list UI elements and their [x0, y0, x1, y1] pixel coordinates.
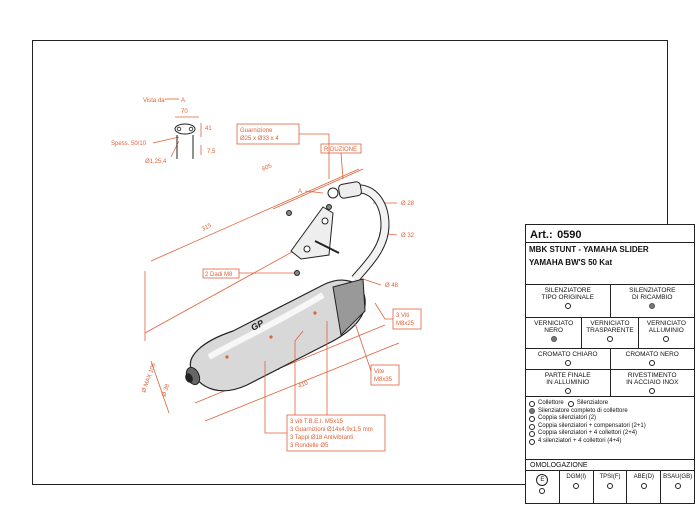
screws-m8-size: M8x25 [396, 321, 415, 327]
flange-diameter: Ø1,25,4 [145, 159, 167, 165]
article-label: Art.: [530, 229, 553, 241]
option-dot [529, 415, 535, 422]
parts-line-3: 3 Tappi Ø18 Antivibranti [290, 435, 353, 441]
option-dot [564, 303, 571, 309]
models-row: MBK STUNT - YAMAHA SLIDER YAMAHA BW'S 50… [526, 243, 694, 285]
option-dot [564, 360, 571, 366]
material-row: PARTE FINALE IN ALLUMINIO RIVESTIMENTO I… [526, 370, 694, 397]
mounting-bracket [286, 204, 340, 260]
homologation-title: OMOLOGAZIONE [530, 462, 588, 469]
homologation-abe: ABE(D) [627, 470, 662, 503]
option-pair: Coppia silenziatori (2) [529, 415, 691, 423]
option-pair-collectors: Coppia silenziatori + 4 collettori (2+4) [529, 430, 691, 438]
dim-max: Ø MAX 106 [141, 362, 157, 394]
dim-32: Ø 32 [401, 233, 415, 239]
option-dot [649, 360, 656, 366]
chrome-row: CROMATO CHIARO CROMATO NERO [526, 349, 694, 370]
option-four-four: 4 silenziatori + 4 collettori (4+4) [529, 438, 691, 446]
option-collector: Collettore Silenziatore [529, 400, 691, 408]
view-label: Vista da [143, 98, 165, 104]
silencer-type-row: SILENZIATORE TIPO ORIGINALE SILENZIATORE… [526, 285, 694, 318]
part-callouts: 2 Dadi M8 3 Viti M8x25 Vite M8x35 3 viti… [202, 268, 422, 452]
dim-41: 41 [205, 126, 212, 132]
dim-70: 70 [181, 109, 188, 115]
option-dot [649, 388, 656, 394]
option-dot-selected [649, 303, 656, 309]
option-dot-selected [550, 336, 557, 342]
option-dot-selected [529, 408, 535, 415]
exhaust-header-pipe [327, 181, 390, 282]
homologation-e: E [526, 470, 560, 503]
dim-7-5: 7,5 [207, 149, 216, 155]
homologation-bsau: BSAU(GB) [661, 470, 694, 503]
cell-stainless-cover: RIVESTIMENTO IN ACCIAIO INOX [611, 370, 695, 396]
spec-table: Art.: 0590 MBK STUNT - YAMAHA SLIDER YAM… [525, 224, 695, 504]
dim-48: Ø 48 [385, 283, 399, 289]
option-dot [640, 483, 647, 489]
screw-label: Vite [374, 369, 385, 375]
option-dot [529, 400, 535, 407]
cell-replacement: SILENZIATORE DI RICAMBIO [611, 285, 695, 317]
cell-chrome-black: CROMATO NERO [611, 349, 695, 369]
option-pair-compensators: Coppia silenziatori + compensatori (2+1) [529, 423, 691, 431]
cell-original-type: SILENZIATORE TIPO ORIGINALE [526, 285, 611, 317]
view-letter: A [181, 98, 185, 104]
homologation-dgm: DGM(I) [559, 470, 594, 503]
homologation-tpsi: TPSI(F) [593, 470, 628, 503]
option-dot [674, 483, 681, 489]
parts-line-1: 3 viti T.B.E.I. M5x15 [290, 419, 344, 425]
configuration-options: Collettore Silenziatore Silenziatore com… [526, 397, 694, 460]
gasket-callout: Guarnizione Ø25 x Ø33 x 4 RIDUZIONE A [236, 123, 362, 195]
model-line-1: MBK STUNT - YAMAHA SLIDER [529, 245, 649, 254]
option-dot [663, 336, 670, 342]
parts-line-2: 3 Guarnizioni Ø14x4,9x1,5 mm [290, 427, 373, 433]
drawing-sheet: Vista da A 70 41 7,5 Spess. 50/10 Ø1,25,… [32, 40, 695, 504]
option-dot [529, 423, 535, 430]
option-complete: Silenziatore completo di collettore [529, 408, 691, 416]
parts-line-4: 3 Rondelle Ø5 [290, 443, 329, 449]
screw-size: M8x35 [374, 377, 393, 383]
dim-38: Ø 38 [161, 383, 171, 398]
option-dot [529, 431, 535, 438]
dim-605: 605 [261, 163, 273, 173]
article-number: 0590 [557, 229, 582, 241]
technical-drawing: Vista da A 70 41 7,5 Spess. 50/10 Ø1,25,… [111, 98, 422, 452]
flange-shape [174, 123, 196, 135]
cell-painted-transparent: VERNICIATO TRASPARENTE [582, 318, 639, 348]
option-dot [606, 336, 613, 342]
dim-315: 315 [201, 222, 213, 232]
model-line-2: YAMAHA BW'S 50 Kat [529, 257, 613, 267]
option-dot [573, 483, 580, 489]
dim-410: 410 [298, 380, 310, 390]
flange-detail: Vista da A 70 41 7,5 Spess. 50/10 Ø1,25,… [111, 98, 216, 165]
nuts-label: 2 Dadi M8 [205, 272, 233, 278]
cell-aluminium-end: PARTE FINALE IN ALLUMINIO [526, 370, 611, 396]
gasket-size: Ø25 x Ø33 x 4 [240, 136, 279, 142]
option-dot [529, 438, 535, 445]
homologation-row: OMOLOGAZIONE E DGM(I) TPSI(F) ABE(D) [526, 460, 694, 503]
dim-28: Ø 28 [401, 201, 415, 207]
cell-painted-aluminium: VERNICIATO ALLUMINIO [639, 318, 694, 348]
option-dot [567, 400, 574, 407]
option-dot [539, 488, 546, 494]
article-row: Art.: 0590 [526, 225, 694, 243]
option-dot [606, 483, 613, 489]
cell-chrome-light: CROMATO CHIARO [526, 349, 611, 369]
silencer: GP [185, 278, 366, 392]
screws-m8-label: 3 Viti [396, 313, 409, 319]
arrow-a-label: A [298, 189, 302, 195]
option-dot [564, 388, 571, 394]
e-mark-icon: E [536, 474, 549, 486]
cell-painted-black: VERNICIATO NERO [526, 318, 583, 348]
thickness-label: Spess. 50/10 [111, 141, 147, 147]
gasket-label: Guarnizione [240, 128, 273, 134]
reduction-label: RIDUZIONE [324, 147, 357, 153]
finish-row: VERNICIATO NERO VERNICIATO TRASPARENTE V… [526, 318, 694, 349]
